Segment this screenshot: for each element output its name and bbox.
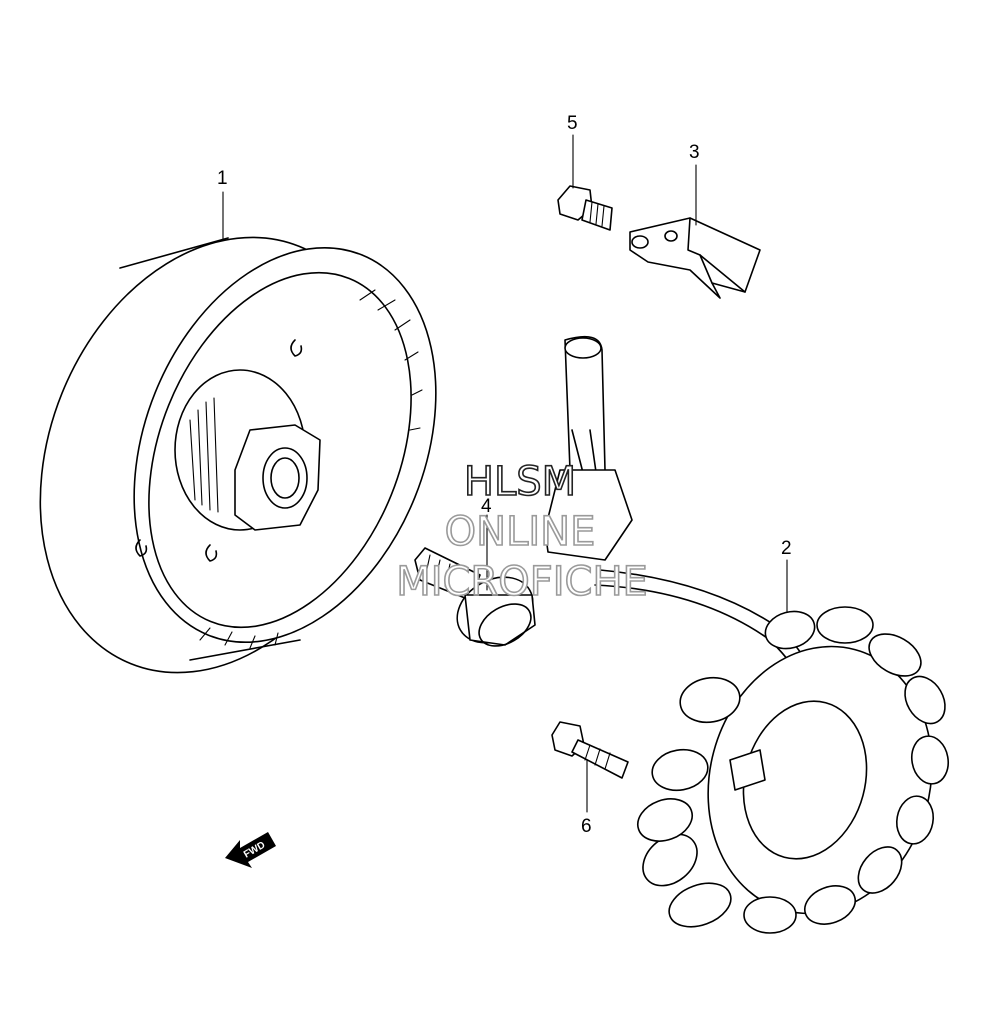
fwd-arrow-icon: FWD: [225, 832, 276, 868]
clamp-bracket-part: [629, 217, 761, 299]
callout-2: 2: [781, 538, 792, 559]
watermark-line-3: MICROFICHE: [396, 559, 648, 605]
bolt-4-part: [414, 547, 536, 647]
leader-lines: [222, 134, 788, 813]
callout-4: 4: [481, 496, 492, 517]
callout-3: 3: [689, 142, 700, 163]
rotor-part: [39, 236, 437, 674]
watermark-line-2: ONLINE: [445, 509, 596, 555]
callout-6: 6: [581, 816, 592, 837]
stator-part: [544, 335, 950, 934]
watermark-line-1: HLSM: [464, 459, 576, 505]
bolt-5-part: [557, 185, 613, 231]
watermark: HLSM ONLINE MICROFICHE: [395, 458, 648, 606]
callout-5: 5: [567, 113, 578, 134]
stator-coils: [637, 606, 950, 934]
callout-1: 1: [217, 168, 228, 189]
bolt-6-part: [551, 721, 629, 779]
